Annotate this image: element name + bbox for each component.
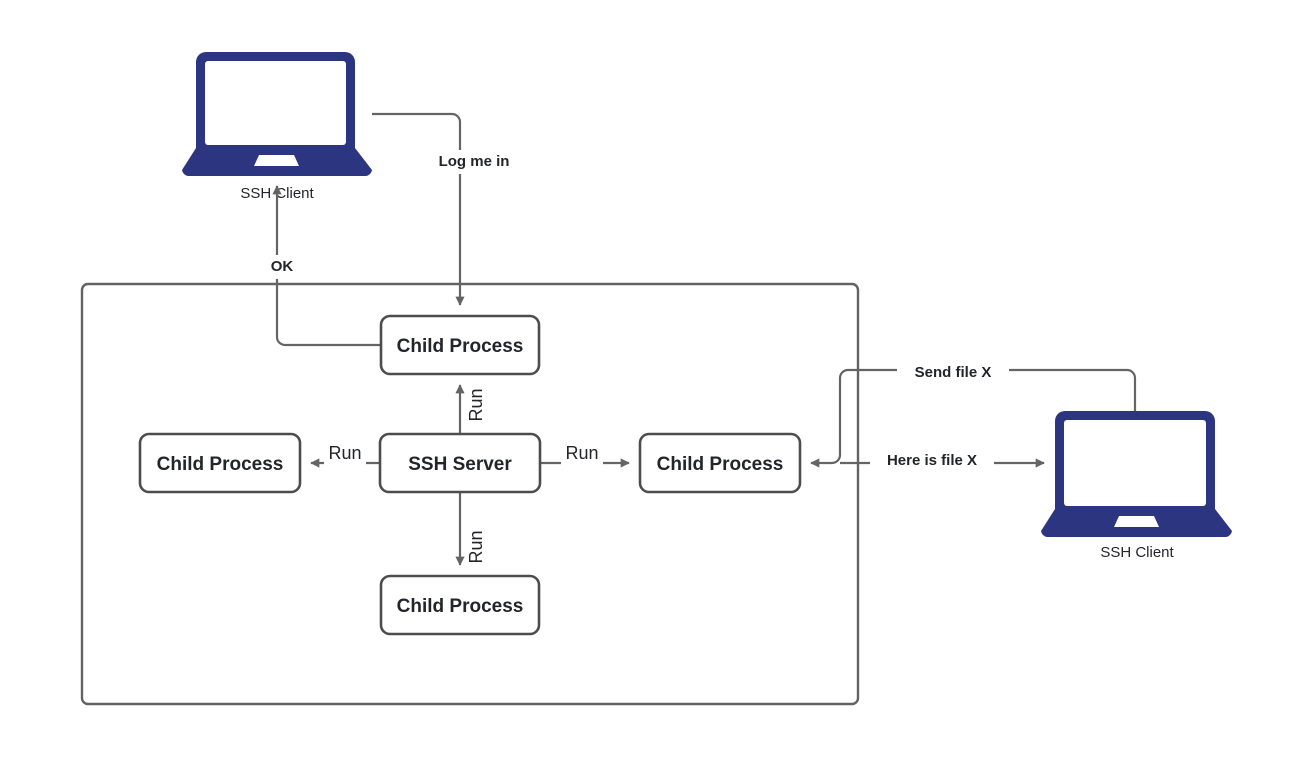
ssh-client-right-label: SSH Client [1100, 544, 1174, 561]
node-label: Child Process [657, 454, 784, 475]
node-box[interactable] [378, 432, 542, 494]
edge-ok-line [272, 185, 381, 347]
edge-log-me-in-line [372, 112, 465, 306]
node-box[interactable] [638, 432, 802, 494]
ssh-client-top-laptop [182, 52, 372, 176]
ssh-server-host-boundary [80, 282, 860, 706]
node-box[interactable] [379, 574, 541, 636]
node-box[interactable] [138, 432, 302, 494]
laptop-screen [205, 61, 346, 145]
node-box[interactable] [379, 314, 541, 376]
edge-label-run-down: Run [466, 530, 486, 563]
edge-label-group: Log me in OK Run Run Run Run Send file X… [262, 150, 1009, 564]
node-label: Child Process [397, 336, 524, 357]
edge-label-here-is-file-x: Here is file X [887, 452, 977, 469]
edge-label-run-right: Run [565, 443, 598, 463]
laptop-notch [254, 155, 299, 166]
node-label: Child Process [397, 596, 524, 617]
laptop-screen [1064, 420, 1206, 506]
edge-label-ok: OK [271, 258, 294, 275]
edge-label-log-me-in: Log me in [439, 153, 510, 170]
node-label: SSH Server [408, 454, 512, 475]
node-child-process-top[interactable]: Child Process [379, 314, 541, 376]
edge-label-run-left: Run [328, 443, 361, 463]
edge-label-send-file-x: Send file X [915, 364, 992, 381]
node-label: Child Process [157, 454, 284, 475]
ssh-client-right-laptop [1041, 411, 1232, 537]
node-child-process-bottom[interactable]: Child Process [379, 574, 541, 636]
edge-label-run-up: Run [466, 388, 486, 421]
node-ssh-server[interactable]: SSH Server [378, 432, 542, 494]
node-child-process-left[interactable]: Child Process [138, 432, 302, 494]
node-child-process-right[interactable]: Child Process [638, 432, 802, 494]
laptop-notch [1114, 516, 1159, 527]
edge-send-file-x-line [810, 368, 1137, 468]
